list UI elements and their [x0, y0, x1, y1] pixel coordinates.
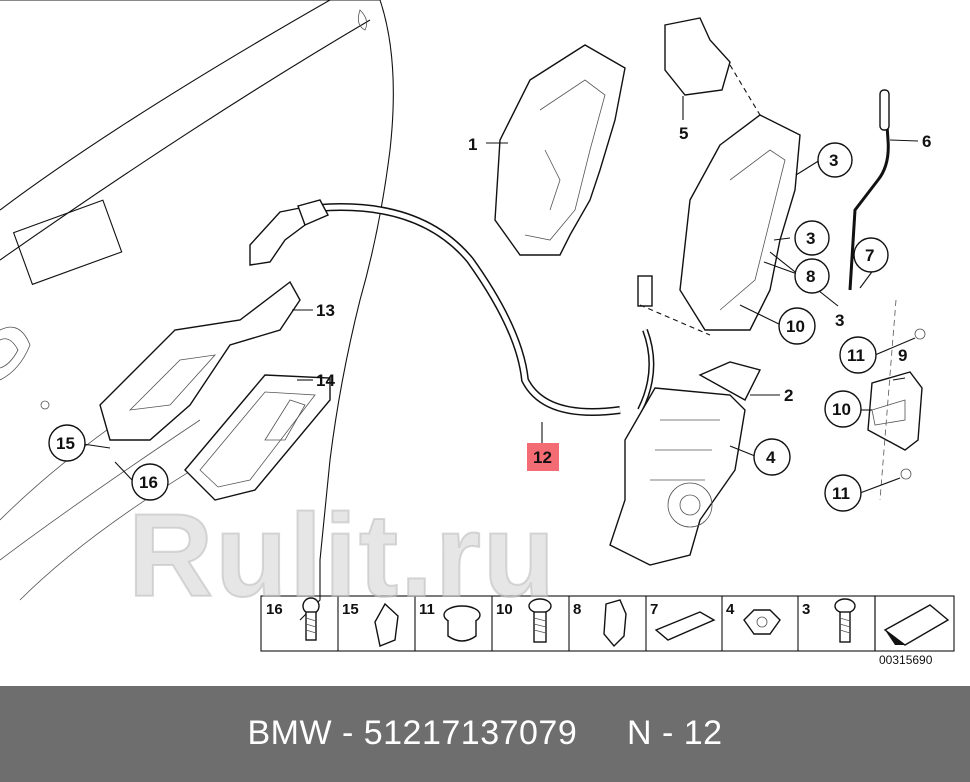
svg-text:4: 4	[766, 448, 776, 467]
pad-7-icon	[654, 611, 716, 641]
svg-text:8: 8	[806, 267, 815, 286]
svg-text:3: 3	[802, 601, 810, 618]
svg-text:11: 11	[847, 346, 865, 365]
svg-text:1: 1	[468, 135, 477, 154]
nut-4-icon	[743, 609, 781, 635]
actuator-2	[698, 361, 762, 401]
svg-text:11: 11	[419, 601, 435, 618]
svg-text:15: 15	[342, 601, 359, 618]
callout-11b: 11	[824, 474, 862, 512]
svg-text:7: 7	[650, 601, 658, 618]
svg-text:5: 5	[679, 124, 688, 143]
callout-15: 15	[48, 424, 86, 462]
plug-11-icon	[443, 605, 481, 642]
callout-8: 8	[794, 258, 830, 294]
callout-3b: 3	[794, 220, 830, 256]
footer-part-number: BMW - 51217137079 N - 12	[247, 714, 723, 752]
screw-10-icon	[528, 598, 552, 643]
callout-16: 16	[131, 463, 169, 501]
svg-text:16: 16	[266, 601, 283, 618]
svg-text:10: 10	[496, 601, 513, 618]
callout-12: 12	[527, 443, 559, 471]
svg-text:2: 2	[784, 386, 793, 405]
svg-text:16: 16	[139, 473, 158, 492]
callout-10a: 10	[778, 307, 816, 345]
svg-text:7: 7	[865, 246, 874, 265]
svg-text:10: 10	[786, 317, 805, 336]
svg-text:12: 12	[533, 448, 552, 467]
svg-text:8: 8	[573, 601, 581, 618]
handle-trim-14	[184, 374, 331, 501]
footer-bar: BMW - 51217137079 N - 12	[0, 686, 970, 782]
striker-9	[867, 371, 923, 451]
callout-2: 2	[784, 386, 793, 405]
svg-text:6: 6	[922, 132, 931, 151]
bracket-5	[664, 17, 731, 96]
lock-rod-6	[848, 94, 890, 291]
svg-text:11: 11	[832, 484, 850, 503]
clip-15-icon	[374, 602, 399, 647]
diagram-code: 00315690	[879, 653, 933, 667]
svg-text:4: 4	[726, 601, 735, 618]
svg-text:3: 3	[829, 151, 838, 170]
callout-6: 6	[922, 132, 931, 151]
callout-3c: 3	[835, 311, 844, 330]
svg-text:3: 3	[806, 229, 815, 248]
callout-10b: 10	[824, 390, 862, 428]
callout-11a: 11	[839, 336, 877, 374]
svg-text:15: 15	[56, 434, 75, 453]
svg-text:10: 10	[832, 400, 851, 419]
cable-end-connector	[249, 207, 306, 266]
door-lock-1	[494, 44, 626, 256]
callout-9: 9	[898, 346, 907, 365]
svg-text:14: 14	[316, 371, 335, 390]
door-lock-3	[679, 114, 801, 331]
inner-handle-13	[99, 280, 301, 441]
svg-text:9: 9	[898, 346, 907, 365]
screw-3-icon	[834, 598, 856, 643]
direction-arrow-icon	[883, 604, 950, 646]
callout-13: 13	[316, 301, 335, 320]
door-trim-panel	[0, 0, 394, 621]
bowden-cable	[317, 203, 621, 416]
screw-16-icon	[302, 597, 320, 641]
callout-7: 7	[853, 237, 889, 273]
callout-3a: 3	[817, 142, 853, 178]
svg-text:3: 3	[835, 311, 844, 330]
fastener-parts-strip: 16 15 11 10 8 7 4 3	[260, 595, 955, 652]
actuator-4	[609, 387, 746, 566]
leader-lines	[82, 64, 919, 494]
callout-1: 1	[468, 135, 477, 154]
callout-14: 14	[316, 371, 335, 390]
svg-text:13: 13	[316, 301, 335, 320]
exploded-parts-diagram: 1 2 3 3 3 4 5 6 7 8 9 10 10 11 11 12 13 …	[0, 0, 955, 652]
clip-8-icon	[603, 599, 627, 648]
callout-4: 4	[753, 438, 791, 476]
callout-5: 5	[679, 124, 688, 143]
